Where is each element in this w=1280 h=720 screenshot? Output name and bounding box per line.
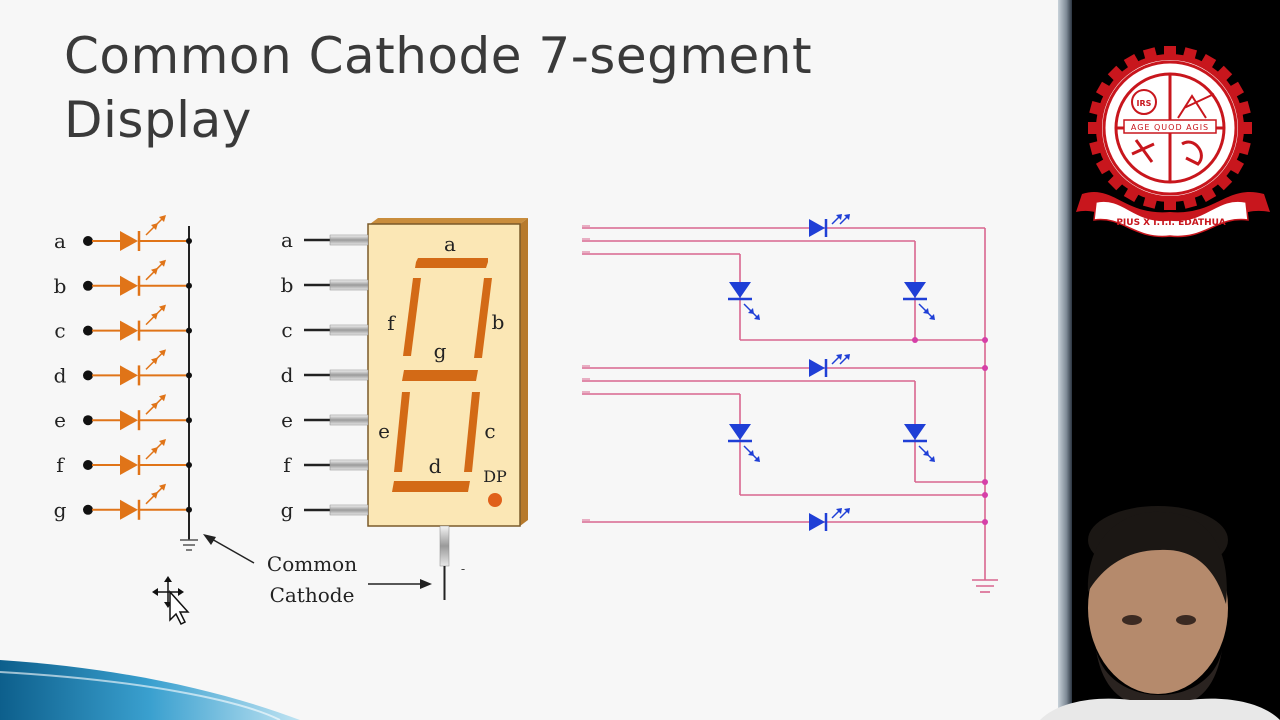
segment-a	[415, 258, 488, 268]
input-terminal	[83, 460, 93, 470]
display-pin-label: d	[281, 363, 294, 387]
segment-e	[394, 392, 410, 472]
led-diode-icon	[728, 424, 760, 462]
logo-banner: PIUS X I.T.I. EDATHUA	[1116, 218, 1225, 228]
led-diode-icon	[728, 282, 760, 320]
segment-d	[392, 481, 470, 492]
title-line-1: Common Cathode 7-segment	[64, 27, 813, 85]
led-label: c	[54, 319, 65, 343]
annotation-line-1: Common	[267, 552, 357, 576]
led-label: e	[54, 408, 66, 432]
led-row-g: g	[54, 483, 192, 522]
common-cathode-pin	[439, 525, 450, 567]
led-label: f	[56, 453, 65, 477]
input-terminal	[83, 280, 93, 291]
input-terminal	[83, 504, 93, 515]
display-pin-label: a	[281, 228, 293, 252]
seg-label-dp: DP	[483, 467, 507, 486]
segment-c	[464, 392, 480, 472]
led-diode-icon	[120, 365, 138, 386]
led-diode-icon	[120, 499, 138, 520]
led-diode-icon	[120, 231, 138, 251]
segment-b	[474, 278, 492, 358]
led-label: b	[54, 274, 67, 298]
led-row-e: e	[54, 394, 192, 432]
slide-swoosh	[0, 660, 300, 720]
move-cursor-icon	[152, 576, 190, 626]
led-label: g	[54, 498, 67, 522]
led-diode-icon	[809, 214, 850, 237]
segment-f	[403, 278, 421, 356]
led-row-d: d	[54, 349, 192, 387]
logo-motto: AGE QUOD AGIS	[1131, 123, 1209, 132]
led-circuit-schematic	[582, 214, 998, 593]
slide-title: Common Cathode 7-segment Display	[64, 24, 812, 152]
display-pin-label: g	[281, 498, 294, 522]
led-row-a: a	[54, 215, 192, 253]
input-terminal	[83, 415, 93, 426]
seg-label-b: b	[492, 310, 505, 334]
led-diode-icon	[120, 275, 138, 296]
led-diode-icon	[120, 455, 138, 475]
led-row-b: b	[54, 259, 192, 298]
led-diode-icon	[120, 410, 138, 431]
led-diode-icon	[903, 424, 935, 462]
led-diode-icon	[120, 320, 138, 341]
led-diode-icon	[809, 508, 850, 531]
slide-edge	[1058, 0, 1072, 720]
display-pin-label: e	[281, 408, 293, 432]
led-row-c: c	[54, 304, 192, 343]
display-pin-label: b	[281, 273, 294, 297]
annotation-arrow-left	[209, 537, 255, 564]
title-line-2: Display	[64, 91, 252, 149]
seg-label-d: d	[429, 454, 442, 478]
presenter-video	[1040, 506, 1280, 720]
seg-label-a: a	[444, 232, 456, 256]
input-terminal	[83, 325, 93, 336]
led-label: d	[54, 363, 67, 387]
seg-label-g: g	[434, 339, 447, 363]
display-pin-label: c	[281, 318, 292, 342]
seg-label-c: c	[484, 419, 495, 443]
segment-g	[402, 370, 478, 381]
input-terminal	[83, 236, 93, 246]
led-diode-icon	[903, 282, 935, 320]
led-row-f: f	[56, 439, 192, 477]
seg-label-f: f	[387, 311, 396, 335]
display-pin-label: f	[283, 453, 292, 477]
annotation-minus: -	[461, 562, 465, 576]
institution-logo: IRS AGE QUOD AGIS PIUS X I.T.I. EDATHUA	[1076, 46, 1270, 238]
segment-dp	[488, 493, 502, 507]
led-diode-icon	[809, 354, 850, 377]
input-terminal	[83, 370, 93, 381]
seg-label-e: e	[378, 419, 390, 443]
led-label: a	[54, 229, 66, 253]
annotation-line-2: Cathode	[270, 583, 355, 607]
logo-monogram: IRS	[1137, 99, 1152, 108]
common-cathode-annotation: Common Cathode -	[203, 534, 465, 607]
